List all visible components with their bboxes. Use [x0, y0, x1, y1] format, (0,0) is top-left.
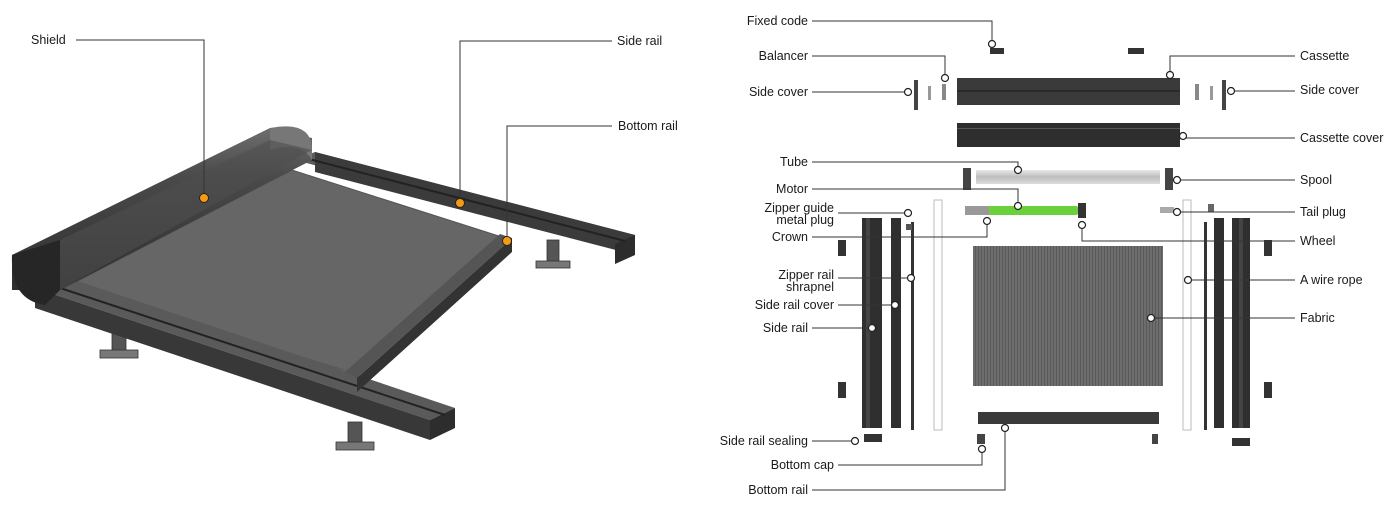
support-legs: [99, 239, 571, 451]
label-cassette: Cassette: [1300, 49, 1350, 63]
right-end-parts: [1195, 80, 1226, 110]
shield-marker: [199, 193, 209, 203]
label-crown: Crown: [771, 230, 808, 244]
exploded-view: [812, 20, 1295, 491]
label-side-rail-sealing: Side rail sealing: [719, 434, 808, 448]
bottom-rail-bar: [345, 234, 512, 392]
label-motor: Motor: [776, 182, 808, 196]
label-tube: Tube: [779, 155, 808, 169]
label-shield: Shield: [31, 33, 66, 47]
bottom-rail-part: [978, 412, 1159, 424]
bottom-rail-marker: [502, 236, 512, 246]
label-bottom-rail: Bottom rail: [748, 483, 808, 497]
fixed-code-part-right: [1128, 48, 1144, 54]
label-side-rail-3d: Side rail: [617, 34, 663, 48]
label-fabric: Fabric: [1300, 311, 1335, 325]
label-wire-rope: A wire rope: [1300, 273, 1363, 287]
motor-part: [988, 206, 1078, 215]
label-tail-plug: Tail plug: [1300, 205, 1346, 219]
fabric-part: [973, 246, 1163, 386]
shield-cassette: [11, 126, 312, 305]
label-spool: Spool: [1300, 173, 1332, 187]
exploded-markers: [850, 39, 1236, 454]
label-zipper-guide: Zipper guide metal plug: [764, 201, 835, 227]
side-rail-marker: [455, 198, 465, 208]
label-side-cover-left: Side cover: [748, 85, 808, 99]
label-side-rail: Side rail: [762, 321, 808, 335]
label-balancer: Balancer: [758, 49, 808, 63]
tube-part: [976, 170, 1160, 184]
cassette-cover-part: [957, 123, 1180, 147]
awning-3d-illustration: [11, 39, 635, 451]
fixed-code-part: [990, 48, 1004, 54]
left-leader-lines: [76, 39, 612, 241]
label-side-cover-right: Side cover: [1300, 83, 1360, 97]
label-cassette-cover: Cassette cover: [1300, 131, 1384, 145]
label-side-rail-cover: Side rail cover: [754, 298, 834, 312]
label-bottom-rail-3d: Bottom rail: [618, 119, 678, 133]
label-bottom-cap: Bottom cap: [770, 458, 834, 472]
tail-plug-part: [1160, 207, 1174, 213]
spool-part: [1165, 168, 1173, 190]
left-end-parts: [914, 80, 946, 110]
bottom-cap-part: [977, 434, 985, 444]
label-zipper-rail: Zipper rail shrapnel: [778, 268, 834, 294]
back-side-rail: [295, 152, 635, 264]
label-wheel: Wheel: [1300, 234, 1336, 248]
left-side-rail-parts: [838, 199, 943, 442]
label-fixed-code: Fixed code: [746, 14, 808, 28]
front-side-rail: [35, 275, 455, 440]
orange-markers: [199, 193, 512, 246]
right-side-rail-parts: [1182, 199, 1272, 446]
